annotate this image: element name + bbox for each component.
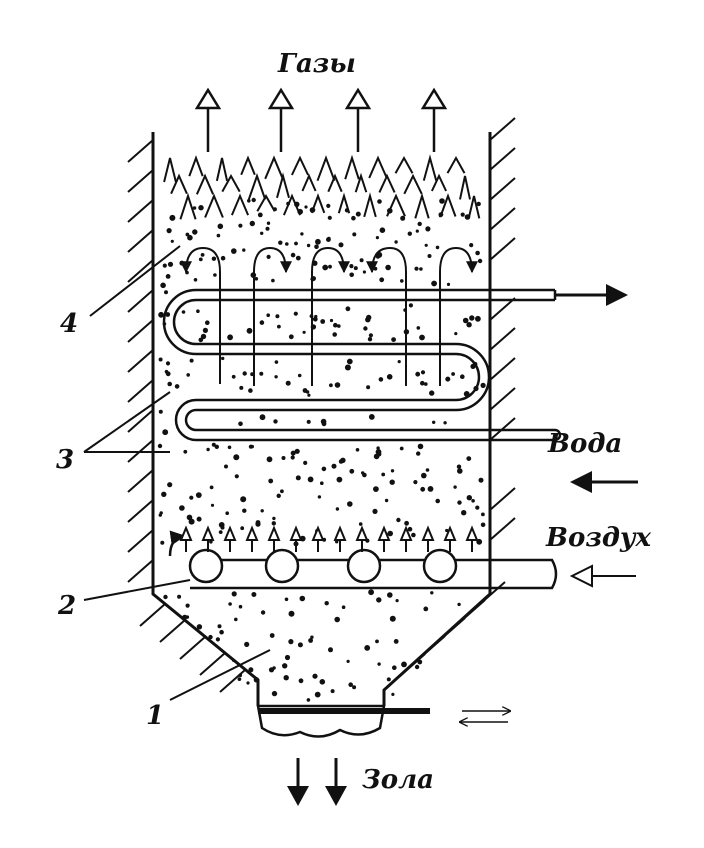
air-distributor	[168, 530, 558, 590]
water-label: Вода	[547, 429, 622, 459]
flame-streaks	[163, 154, 481, 220]
callout-3: 3	[56, 445, 74, 475]
gas-exit-arrows	[194, 87, 448, 152]
ash-label: Зола	[362, 765, 434, 795]
water-in-arrowhead	[570, 471, 592, 493]
water-flow-arrows	[556, 284, 638, 493]
ash-outlet	[256, 704, 510, 806]
air-inlet-arrow	[569, 564, 636, 588]
callout-leaders	[83, 245, 271, 701]
gases-label: Газы	[277, 49, 356, 79]
right-furnace-wall	[382, 117, 516, 706]
heat-exchanger-coil	[162, 288, 562, 442]
callout-4: 4	[60, 309, 78, 339]
callout-1: 1	[146, 701, 164, 731]
callout-2: 2	[57, 591, 76, 621]
fluidized-bed-particles	[157, 197, 486, 702]
air-label: Воздух	[545, 523, 652, 553]
water-out-arrowhead	[606, 284, 628, 306]
left-furnace-wall	[127, 132, 260, 706]
circulation-arrows	[180, 246, 478, 386]
air-nozzle-arrows	[179, 525, 479, 552]
